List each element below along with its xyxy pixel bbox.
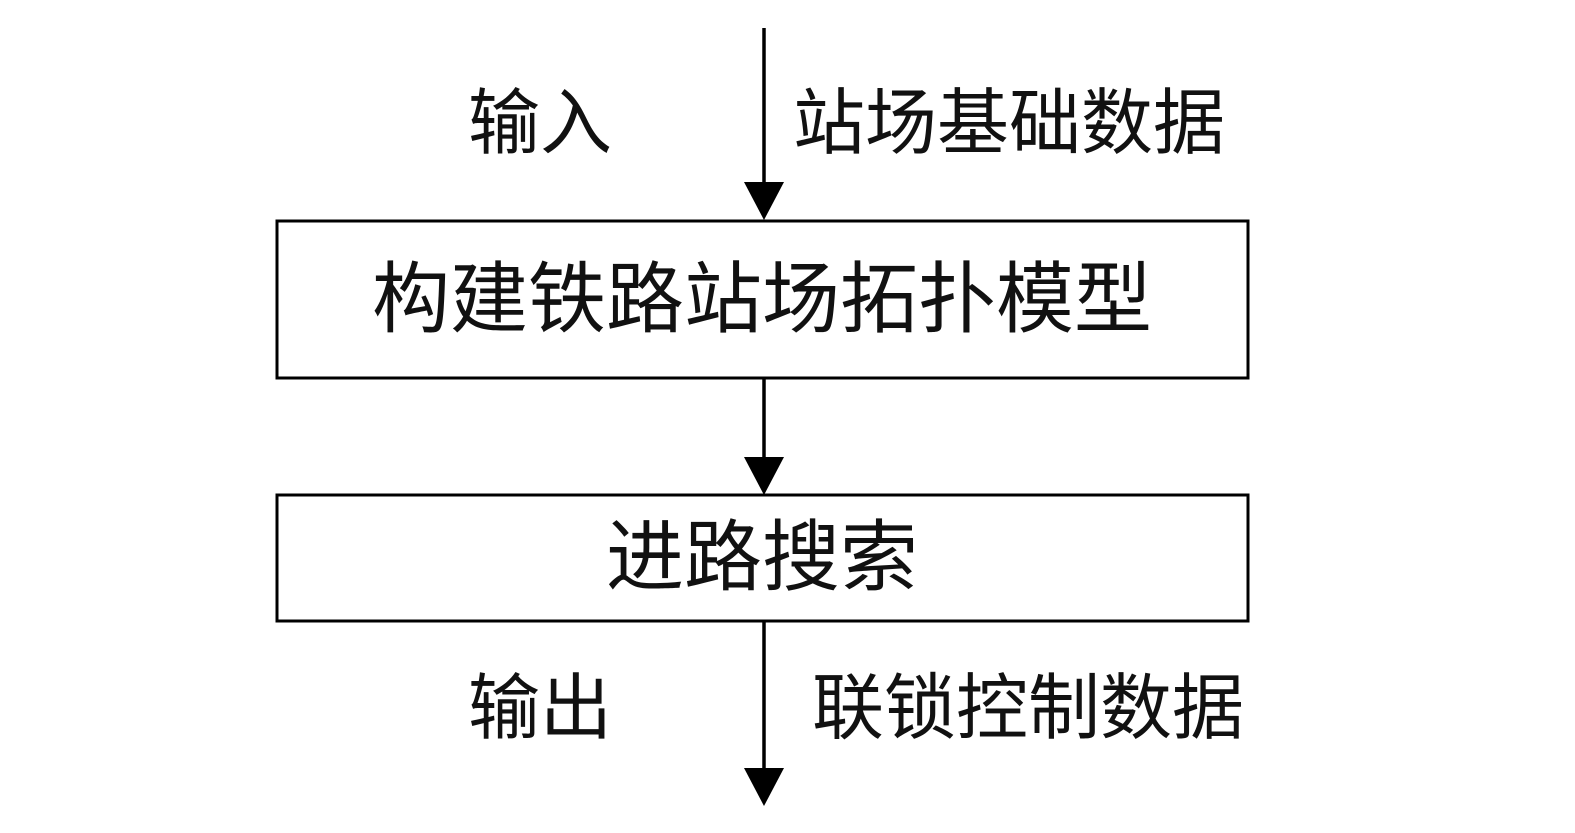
- input-data-label: 站场基础数据: [793, 81, 1225, 165]
- output-label: 输出: [468, 666, 612, 750]
- step-box-topology-model: 构建铁路站场拓扑模型: [275, 219, 1250, 380]
- input-label: 输入: [468, 81, 612, 165]
- output-data-label: 联锁控制数据: [812, 666, 1244, 750]
- step-box-route-search-label: 进路搜索: [606, 513, 918, 603]
- step-box-topology-model-label: 构建铁路站场拓扑模型: [372, 255, 1152, 345]
- step-box-route-search: 进路搜索: [275, 493, 1250, 623]
- input-arrow: [744, 28, 784, 220]
- output-arrow: [744, 621, 784, 806]
- connector-arrow: [744, 378, 784, 495]
